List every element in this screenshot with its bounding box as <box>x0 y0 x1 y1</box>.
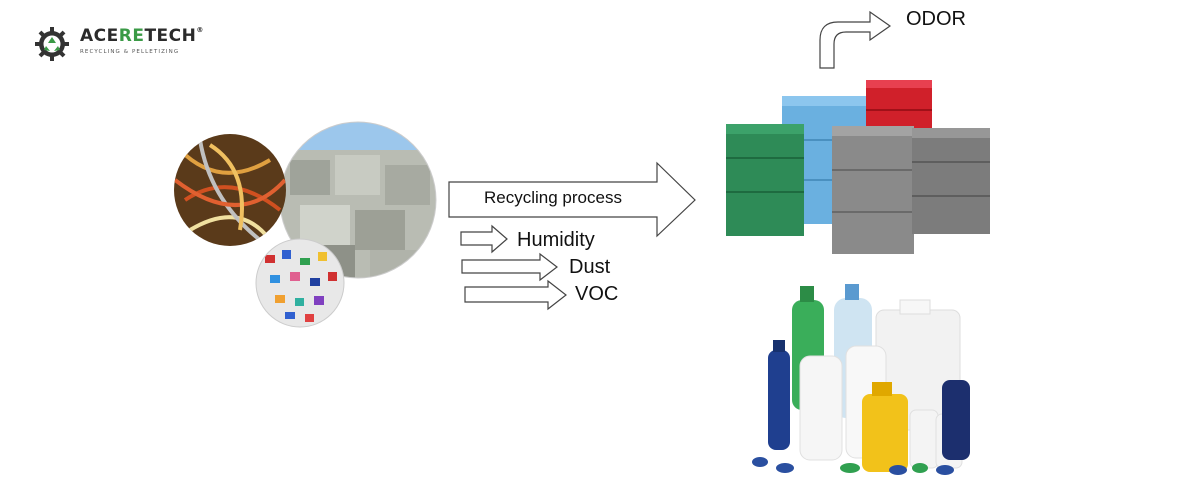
flakes-circle <box>255 238 345 328</box>
logo-tagline: RECYCLING & PELLETIZING <box>80 49 180 55</box>
fibers-circle <box>174 134 286 246</box>
process-arrow <box>448 161 696 238</box>
odor-arrow <box>819 10 892 69</box>
odor-label: ODOR <box>906 8 966 30</box>
logo-gear-icon <box>35 27 69 61</box>
dust-arrow <box>461 252 558 282</box>
voc-label: VOC <box>575 283 619 305</box>
plastic-waste-photo <box>174 121 437 328</box>
dust-label: Dust <box>569 256 611 278</box>
humidity-label: Humidity <box>517 229 595 251</box>
recycling-process-label: Recycling process <box>484 188 622 207</box>
plastic-crates-photo <box>726 80 990 254</box>
voc-arrow <box>464 279 567 311</box>
plastic-bottles-photo <box>752 284 970 475</box>
humidity-arrow <box>460 224 508 254</box>
logo-wordmark: ACERETECH® <box>80 26 204 46</box>
